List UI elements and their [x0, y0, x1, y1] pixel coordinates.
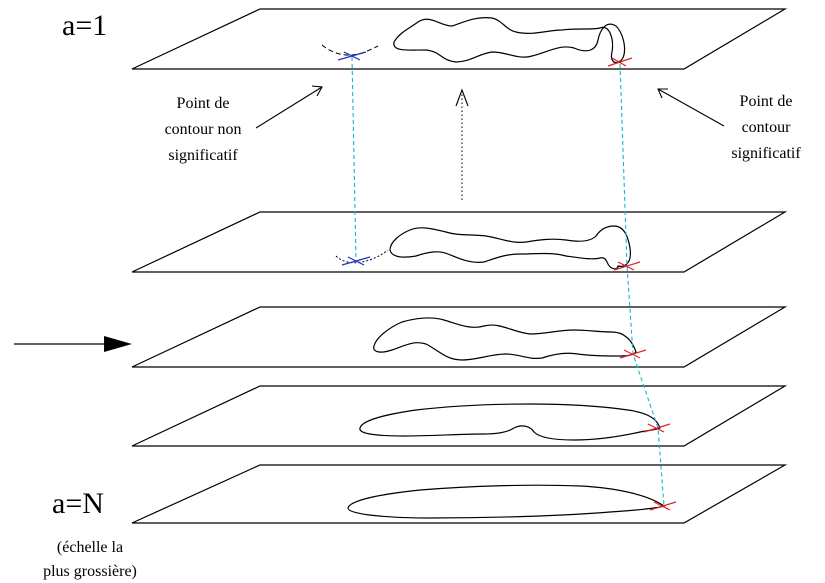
non-significant-contour-trail-top: [321, 44, 379, 56]
non-significant-label-line3: significatif: [168, 147, 238, 164]
contour-scale-1: [393, 17, 626, 64]
plane-scale-3: [131, 306, 788, 368]
significant-marker-4: [643, 423, 671, 433]
non-significant-marker-top: [337, 51, 367, 61]
significant-marker-n: [649, 501, 677, 511]
contour-scale-2: [389, 225, 631, 270]
bottom-note-line2: plus grossière): [43, 563, 137, 580]
significant-marker-1: [607, 57, 633, 67]
significant-point-trace: [619, 63, 665, 507]
significant-marker-3: [619, 349, 647, 359]
non-significant-point-trace: [351, 56, 357, 262]
plane-scale-4: [131, 385, 788, 447]
non-significant-label-line2: contour non: [165, 121, 242, 138]
significant-label-line3: significatif: [731, 145, 801, 162]
significant-label-line2: contour: [742, 119, 792, 136]
plane-scale-1: [131, 8, 788, 70]
bottom-note-line1: (échelle la: [57, 539, 123, 556]
contour-scale-n: [347, 484, 666, 519]
contour-scale-3: [373, 317, 637, 361]
non-significant-label-line1: Point de: [177, 95, 230, 112]
top-scale-label: a=1: [62, 9, 107, 42]
contour-scale-4: [359, 403, 661, 441]
current-level-arrow: [14, 336, 132, 352]
significant-label-line1: Point de: [740, 93, 793, 110]
scale-direction-arrow: [455, 88, 469, 200]
non-significant-contour-trail-mid: [335, 249, 389, 264]
non-significant-pointer-arrow: [255, 85, 323, 129]
significant-pointer-arrow: [657, 88, 725, 127]
plane-scale-n: [131, 464, 788, 524]
significant-marker-2: [613, 261, 641, 271]
non-significant-marker-mid: [341, 256, 371, 266]
plane-scale-2: [131, 211, 788, 273]
bottom-scale-label: a=N: [52, 487, 104, 520]
